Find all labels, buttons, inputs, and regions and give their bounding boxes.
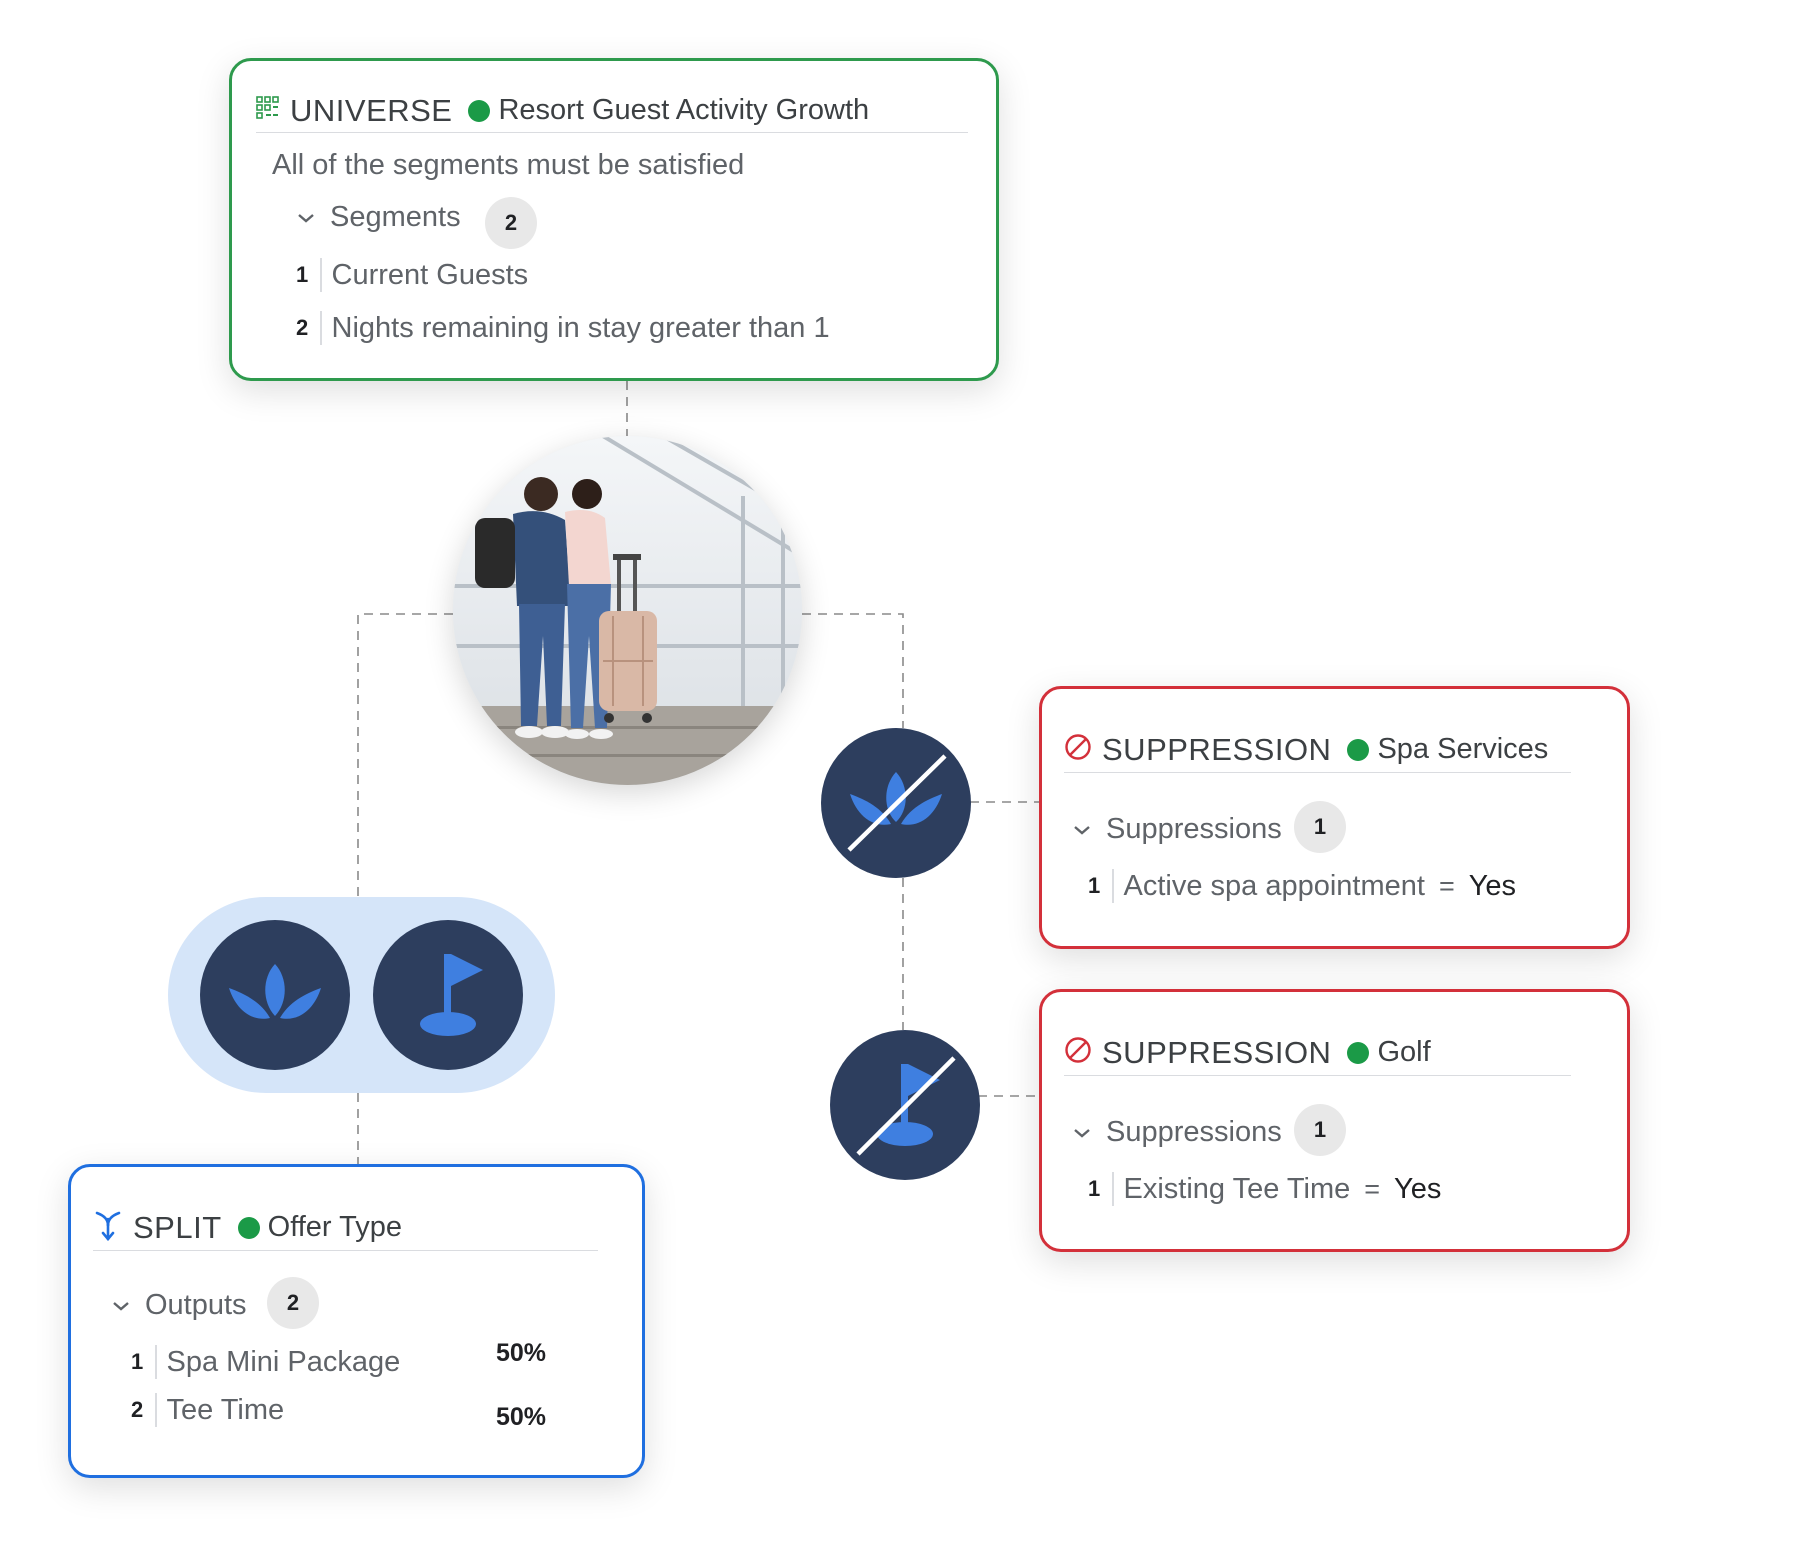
item-operator: = (1438, 870, 1455, 901)
suppression-name: Golf (1377, 1036, 1431, 1068)
suppression-card-spa[interactable]: SUPPRESSION Spa Services Suppressions 1 … (1039, 686, 1630, 949)
status-dot (1347, 1041, 1370, 1064)
card-kind-label: SUPPRESSION (1102, 1034, 1332, 1070)
suppressions-count-badge: 1 (1294, 1104, 1346, 1156)
list-item: 1 Active spa appointment = Yes (1088, 869, 1516, 903)
item-text: Spa Mini Package (166, 1345, 401, 1378)
card-kind-label: SUPPRESSION (1102, 731, 1332, 767)
list-item: 2 Tee Time (131, 1393, 284, 1427)
item-text: Active spa appointment (1123, 869, 1425, 902)
prohibited-icon (1064, 733, 1092, 766)
chevron-down-icon (298, 213, 314, 223)
chevron-down-icon (1074, 825, 1090, 835)
status-dot (1347, 738, 1370, 761)
suppression-card-golf[interactable]: SUPPRESSION Golf Suppressions 1 1 Existi… (1039, 989, 1630, 1252)
item-value: Yes (1394, 1172, 1442, 1205)
split-arrow-icon (93, 1209, 123, 1246)
item-number: 1 (131, 1349, 144, 1374)
item-percent: 50% (496, 1339, 547, 1367)
item-text: Nights remaining in stay greater than 1 (331, 311, 830, 344)
list-item: 1 Spa Mini Package (131, 1345, 400, 1379)
prohibited-icon (1064, 1036, 1092, 1069)
card-kind-label: SPLIT (133, 1209, 222, 1245)
item-text: Tee Time (166, 1393, 285, 1426)
card-kind-label: UNIVERSE (290, 92, 453, 128)
universe-description: All of the segments must be satisfied (272, 149, 745, 181)
status-dot (468, 99, 491, 122)
split-name: Offer Type (267, 1211, 402, 1243)
suppressions-toggle[interactable]: Suppressions (1072, 1116, 1282, 1149)
suppression-header: SUPPRESSION Golf (1064, 1030, 1571, 1076)
universe-card[interactable]: UNIVERSE Resort Guest Activity Growth Al… (229, 58, 999, 381)
item-text: Existing Tee Time (1123, 1172, 1351, 1205)
suppressions-count-badge: 1 (1294, 801, 1346, 853)
suppressions-label: Suppressions (1106, 813, 1282, 845)
suppressions-toggle[interactable]: Suppressions (1072, 813, 1282, 846)
item-percent: 50% (496, 1403, 547, 1431)
item-number: 1 (1088, 1176, 1101, 1201)
item-number: 1 (296, 262, 309, 287)
suppression-header: SUPPRESSION Spa Services (1064, 727, 1571, 773)
chevron-down-icon (113, 1301, 129, 1311)
spa-suppressed-icon (821, 728, 971, 878)
golf-suppressed-icon (830, 1030, 980, 1180)
item-text: Current Guests (331, 258, 529, 291)
item-number: 2 (296, 315, 309, 340)
outputs-toggle[interactable]: Outputs (111, 1289, 247, 1322)
list-item: 1 Existing Tee Time = Yes (1088, 1172, 1441, 1206)
status-dot (237, 1216, 260, 1239)
travelers-with-luggage-photo (453, 436, 802, 785)
item-number: 1 (1088, 873, 1101, 898)
item-operator: = (1364, 1173, 1381, 1204)
list-item: 2 Nights remaining in stay greater than … (296, 311, 830, 345)
universe-name: Resort Guest Activity Growth (498, 94, 870, 126)
outputs-label: Outputs (145, 1289, 247, 1321)
segments-count-badge: 2 (485, 197, 537, 249)
split-header: SPLIT Offer Type (93, 1205, 598, 1251)
suppression-name: Spa Services (1377, 733, 1549, 765)
grid-segments-icon (256, 96, 280, 125)
suppressions-label: Suppressions (1106, 1116, 1282, 1148)
universe-header: UNIVERSE Resort Guest Activity Growth (256, 89, 968, 133)
segments-toggle[interactable]: Segments (296, 201, 461, 234)
outputs-count-badge: 2 (267, 1277, 319, 1329)
lotus-icon (200, 920, 350, 1070)
split-card[interactable]: SPLIT Offer Type Outputs 2 1 Spa Mini Pa… (68, 1164, 645, 1478)
segments-label: Segments (330, 201, 461, 233)
list-item: 1 Current Guests (296, 258, 528, 292)
chevron-down-icon (1074, 1128, 1090, 1138)
golf-flag-icon (373, 920, 523, 1070)
item-value: Yes (1468, 869, 1517, 902)
item-number: 2 (131, 1397, 144, 1422)
